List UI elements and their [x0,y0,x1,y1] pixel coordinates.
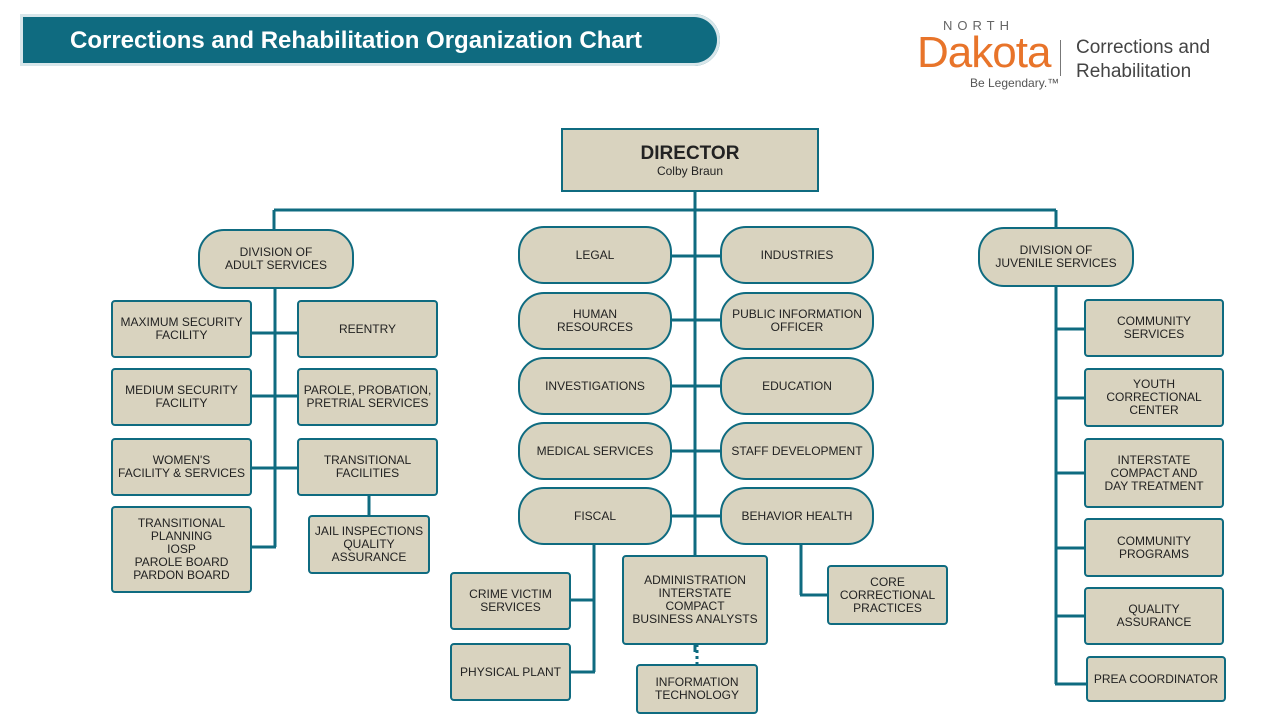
center-right-1: PUBLIC INFORMATION OFFICER [720,292,874,350]
center-left-3: MEDICAL SERVICES [518,422,672,480]
box-label: INVESTIGATIONS [545,378,645,393]
box-label: BEHAVIOR HEALTH [741,508,853,523]
adult-left-3: TRANSITIONAL PLANNING IOSP PAROLE BOARD … [111,506,252,593]
center-left-0: LEGAL [518,226,672,284]
box-label: JAIL INSPECTIONS QUALITY ASSURANCE [314,524,424,564]
page-title: Corrections and Rehabilitation Organizat… [70,27,643,54]
box-label: LEGAL [575,247,615,262]
juvenile-item-5: PREA COORDINATOR [1086,656,1226,702]
box-label: STAFF DEVELOPMENT [731,443,863,458]
adult-left-1: MEDIUM SECURITY FACILITY [111,368,252,426]
box-label: DIVISION OF JUVENILE SERVICES [995,243,1117,270]
box-label: HUMAN RESOURCES [556,307,633,334]
adult-right-1: PAROLE, PROBATION, PRETRIAL SERVICES [297,368,438,426]
box-label: COMMUNITY PROGRAMS [1117,533,1191,561]
director-title: DIRECTOR [640,142,740,164]
box-label: EDUCATION [762,378,832,393]
box-label: DIVISION OF ADULT SERVICES [224,245,328,272]
box-label: CORE CORRECTIONAL PRACTICES [839,574,936,615]
juvenile-item-0: COMMUNITY SERVICES [1084,299,1224,357]
juvenile-item-2: INTERSTATE COMPACT AND DAY TREATMENT [1084,438,1224,508]
adult-services-head: DIVISION OF ADULT SERVICES [198,229,354,289]
box-label: TRANSITIONAL PLANNING IOSP PAROLE BOARD … [133,516,230,582]
box-label: INDUSTRIES [760,247,834,262]
director-name: Colby Braun [656,163,724,178]
box-label: PHYSICAL PLANT [460,664,561,679]
center-left-1: HUMAN RESOURCES [518,292,672,350]
physical-plant: PHYSICAL PLANT [450,643,571,701]
juvenile-services-head: DIVISION OF JUVENILE SERVICES [978,227,1134,287]
box-label: YOUTH CORRECTIONAL CENTER [1106,377,1202,417]
logo-dakota: Dakota [917,28,1051,77]
box-label: PAROLE, PROBATION, PRETRIAL SERVICES [303,383,432,410]
logo-tagline: Be Legendary.™ [970,76,1060,90]
adult-right-2: TRANSITIONAL FACILITIES [297,438,438,496]
box-label: INFORMATION TECHNOLOGY [654,675,739,702]
center-right-4: BEHAVIOR HEALTH [720,487,874,545]
logo-north: NORTH [943,18,1014,33]
box-label: PREA COORDINATOR [1093,671,1219,686]
box-label: INTERSTATE COMPACT AND DAY TREATMENT [1104,452,1204,493]
box-label: MAXIMUM SECURITY FACILITY [120,315,243,342]
adult-left-2: WOMEN'S FACILITY & SERVICES [111,438,252,496]
jail-inspections: JAIL INSPECTIONS QUALITY ASSURANCE [308,515,430,574]
logo-divider [1060,40,1061,76]
juvenile-item-3: COMMUNITY PROGRAMS [1084,518,1224,577]
box-label: PUBLIC INFORMATION OFFICER [732,307,862,334]
title-banner: Corrections and Rehabilitation Organizat… [20,14,720,66]
box-label: COMMUNITY SERVICES [1117,314,1191,341]
box-label: WOMEN'S FACILITY & SERVICES [118,453,245,480]
center-right-0: INDUSTRIES [720,226,874,284]
center-left-2: INVESTIGATIONS [518,357,672,415]
box-label: QUALITY ASSURANCE [1116,602,1192,629]
box-label: MEDICAL SERVICES [536,443,654,458]
information-technology: INFORMATION TECHNOLOGY [636,664,758,714]
juvenile-item-4: QUALITY ASSURANCE [1084,587,1224,645]
director-box: DIRECTOR Colby Braun [561,128,819,192]
center-right-2: EDUCATION [720,357,874,415]
box-label: CRIME VICTIM SERVICES [469,587,552,614]
logo-department: Corrections and Rehabilitation [1076,36,1210,84]
administration-box: ADMINISTRATION INTERSTATE COMPACT BUSINE… [622,555,768,645]
logo-department-line2: Rehabilitation [1076,61,1192,82]
core-correctional-practices: CORE CORRECTIONAL PRACTICES [827,565,948,625]
box-label: MEDIUM SECURITY FACILITY [125,383,238,410]
adult-right-0: REENTRY [297,300,438,358]
juvenile-item-1: YOUTH CORRECTIONAL CENTER [1084,368,1224,427]
center-right-3: STAFF DEVELOPMENT [720,422,874,480]
box-label: REENTRY [338,321,397,336]
nd-logo: NORTH Dakota Be Legendary.™ Corrections … [915,18,1235,98]
box-label: ADMINISTRATION INTERSTATE COMPACT BUSINE… [632,573,758,626]
box-label: FISCAL [573,508,616,523]
center-left-4: FISCAL [518,487,672,545]
crime-victim-services: CRIME VICTIM SERVICES [450,572,571,630]
logo-department-line1: Corrections and [1076,37,1211,58]
box-label: TRANSITIONAL FACILITIES [323,453,412,480]
adult-left-0: MAXIMUM SECURITY FACILITY [111,300,252,358]
